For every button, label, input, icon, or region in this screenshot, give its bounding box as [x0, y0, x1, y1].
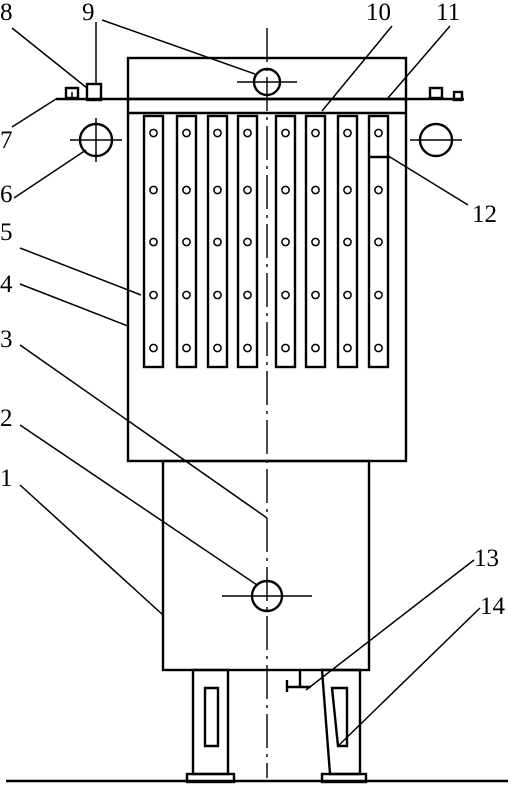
bag-hole [281, 343, 290, 353]
bag-hole [182, 290, 191, 300]
filter-bag [175, 114, 198, 369]
leg-opening-left [203, 686, 220, 748]
leader-9 [101, 19, 256, 75]
label-4: 4 [0, 271, 13, 298]
bag-hole [243, 237, 252, 247]
bag-hole [281, 237, 290, 247]
bag-hole [374, 237, 383, 247]
bag-hole [149, 185, 158, 195]
bag-hole [182, 237, 191, 247]
leader-3 [19, 344, 268, 519]
filter-bag [142, 114, 165, 369]
bag-hole [243, 185, 252, 195]
leader-8 [11, 27, 88, 89]
label-9: 9 [82, 0, 95, 26]
filter-bag [304, 114, 327, 369]
leader-7 [11, 98, 57, 128]
bag-hole [149, 343, 158, 353]
leader-10 [321, 25, 393, 112]
lower-housing [161, 459, 371, 672]
valve-left-small [64, 86, 80, 100]
bag-hole [374, 185, 383, 195]
valve-right-large [428, 86, 444, 100]
label-6: 6 [0, 181, 13, 208]
bag-hole [311, 343, 320, 353]
bag-hole [281, 290, 290, 300]
bag-hole [243, 290, 252, 300]
leader-11 [387, 25, 451, 99]
support-leg-right [320, 668, 362, 776]
label-7: 7 [0, 127, 13, 154]
bag-hole [243, 343, 252, 353]
bag-hole [149, 128, 158, 138]
filter-bag [367, 114, 390, 369]
bag-hole [311, 237, 320, 247]
bag-hole [311, 128, 320, 138]
bag-hole [343, 290, 352, 300]
leader-13 [305, 559, 475, 691]
label-8: 8 [0, 0, 13, 26]
leader-5 [19, 247, 142, 296]
label-1: 1 [0, 465, 13, 492]
bag-hole [374, 128, 383, 138]
bag-hole [149, 290, 158, 300]
bag-hole [182, 185, 191, 195]
filter-bags [142, 114, 390, 369]
filter-bag [206, 114, 229, 369]
bag-hole [343, 343, 352, 353]
bag-hole [374, 343, 383, 353]
bag-hole [182, 128, 191, 138]
bag-hole [149, 237, 158, 247]
bag-hole [343, 237, 352, 247]
valve-left-large [85, 82, 103, 102]
support-leg-left [191, 668, 230, 776]
support-foot-left [185, 772, 236, 784]
leader-4 [19, 283, 129, 327]
filter-bag [274, 114, 297, 369]
leader-14 [337, 607, 481, 747]
bag-hole [182, 343, 191, 353]
valve-right-small [452, 90, 464, 102]
label-12: 12 [472, 201, 497, 228]
bag-hole [343, 185, 352, 195]
filter-bag [336, 114, 359, 369]
bag-hole [343, 128, 352, 138]
bag-hole [243, 128, 252, 138]
filter-bag [236, 114, 259, 369]
leader-12 [389, 156, 469, 206]
bag-hole [311, 185, 320, 195]
label-13: 13 [474, 545, 499, 572]
bag-hole [311, 290, 320, 300]
label-3: 3 [0, 326, 13, 353]
bag-hole [374, 290, 383, 300]
bag-hole [213, 237, 222, 247]
label-10: 10 [366, 0, 391, 26]
leader-1 [19, 484, 164, 616]
leader-6 [13, 149, 87, 199]
bag-hole [213, 343, 222, 353]
label-11: 11 [436, 0, 460, 26]
bag-hole [213, 128, 222, 138]
bag-hole [213, 185, 222, 195]
leader-2 [19, 424, 258, 586]
bag-hole [281, 128, 290, 138]
label-2: 2 [0, 405, 13, 432]
support-foot-right [320, 772, 368, 784]
label-14: 14 [480, 593, 506, 620]
bag-hole [281, 185, 290, 195]
label-5: 5 [0, 219, 13, 246]
bag-hole [213, 290, 222, 300]
leg-opening-right [330, 686, 349, 748]
